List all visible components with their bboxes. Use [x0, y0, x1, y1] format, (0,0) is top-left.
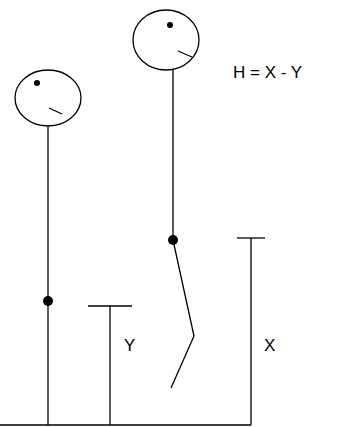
head [133, 10, 199, 70]
eye [34, 80, 40, 86]
body-line [172, 70, 173, 240]
head [15, 70, 81, 126]
joint-dot [43, 296, 53, 306]
mouth [178, 51, 192, 57]
bracket-line [250, 238, 251, 425]
eye [167, 22, 173, 28]
ground-line [0, 424, 251, 425]
body-line [47, 126, 48, 425]
mouth [49, 108, 62, 114]
dimension-label: X [264, 337, 275, 354]
bent-legs [171, 240, 194, 388]
formula-label: H = X - Y [233, 64, 302, 81]
dimension-label: Y [124, 337, 135, 354]
bracket-line [109, 306, 110, 425]
joint-dot [168, 235, 178, 245]
